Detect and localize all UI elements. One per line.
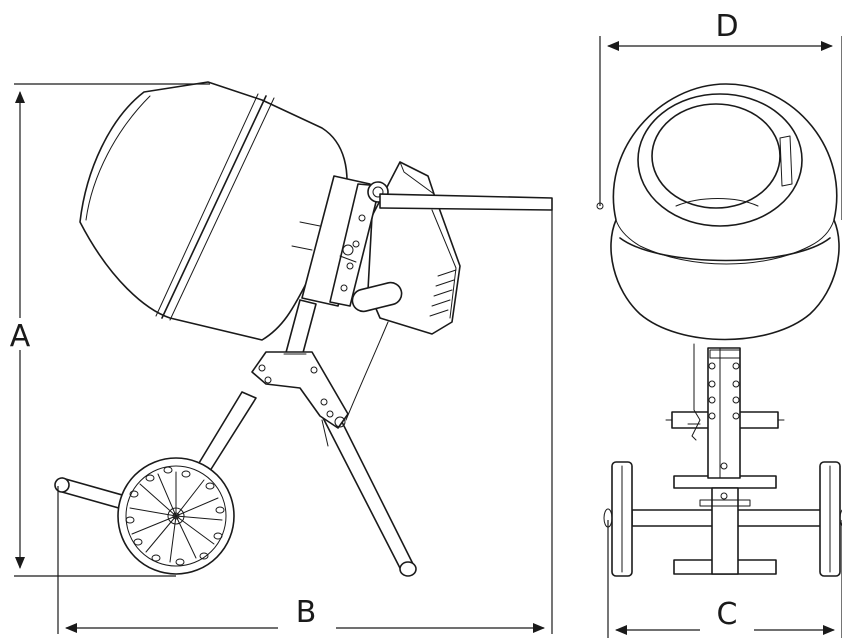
front-wheel-right bbox=[819, 461, 842, 577]
side-drum bbox=[79, 81, 348, 341]
dimension-a: A bbox=[10, 83, 210, 577]
front-column bbox=[699, 347, 751, 575]
frame-bracket bbox=[251, 351, 349, 429]
dimension-b: B bbox=[57, 210, 553, 634]
front-drum bbox=[596, 83, 840, 341]
dimension-c: C bbox=[607, 520, 842, 638]
front-leg bbox=[195, 391, 257, 475]
dimension-label-d: D bbox=[715, 9, 738, 44]
front-view bbox=[596, 83, 842, 577]
dimension-d: D bbox=[599, 8, 842, 220]
dimension-label-c: C bbox=[717, 597, 738, 632]
side-view bbox=[54, 81, 553, 577]
dimension-label-b: B bbox=[296, 595, 317, 630]
dimension-label-a: A bbox=[10, 319, 31, 354]
front-wheel-left bbox=[603, 461, 633, 577]
rear-leg bbox=[317, 401, 417, 577]
side-wheel bbox=[117, 457, 235, 575]
